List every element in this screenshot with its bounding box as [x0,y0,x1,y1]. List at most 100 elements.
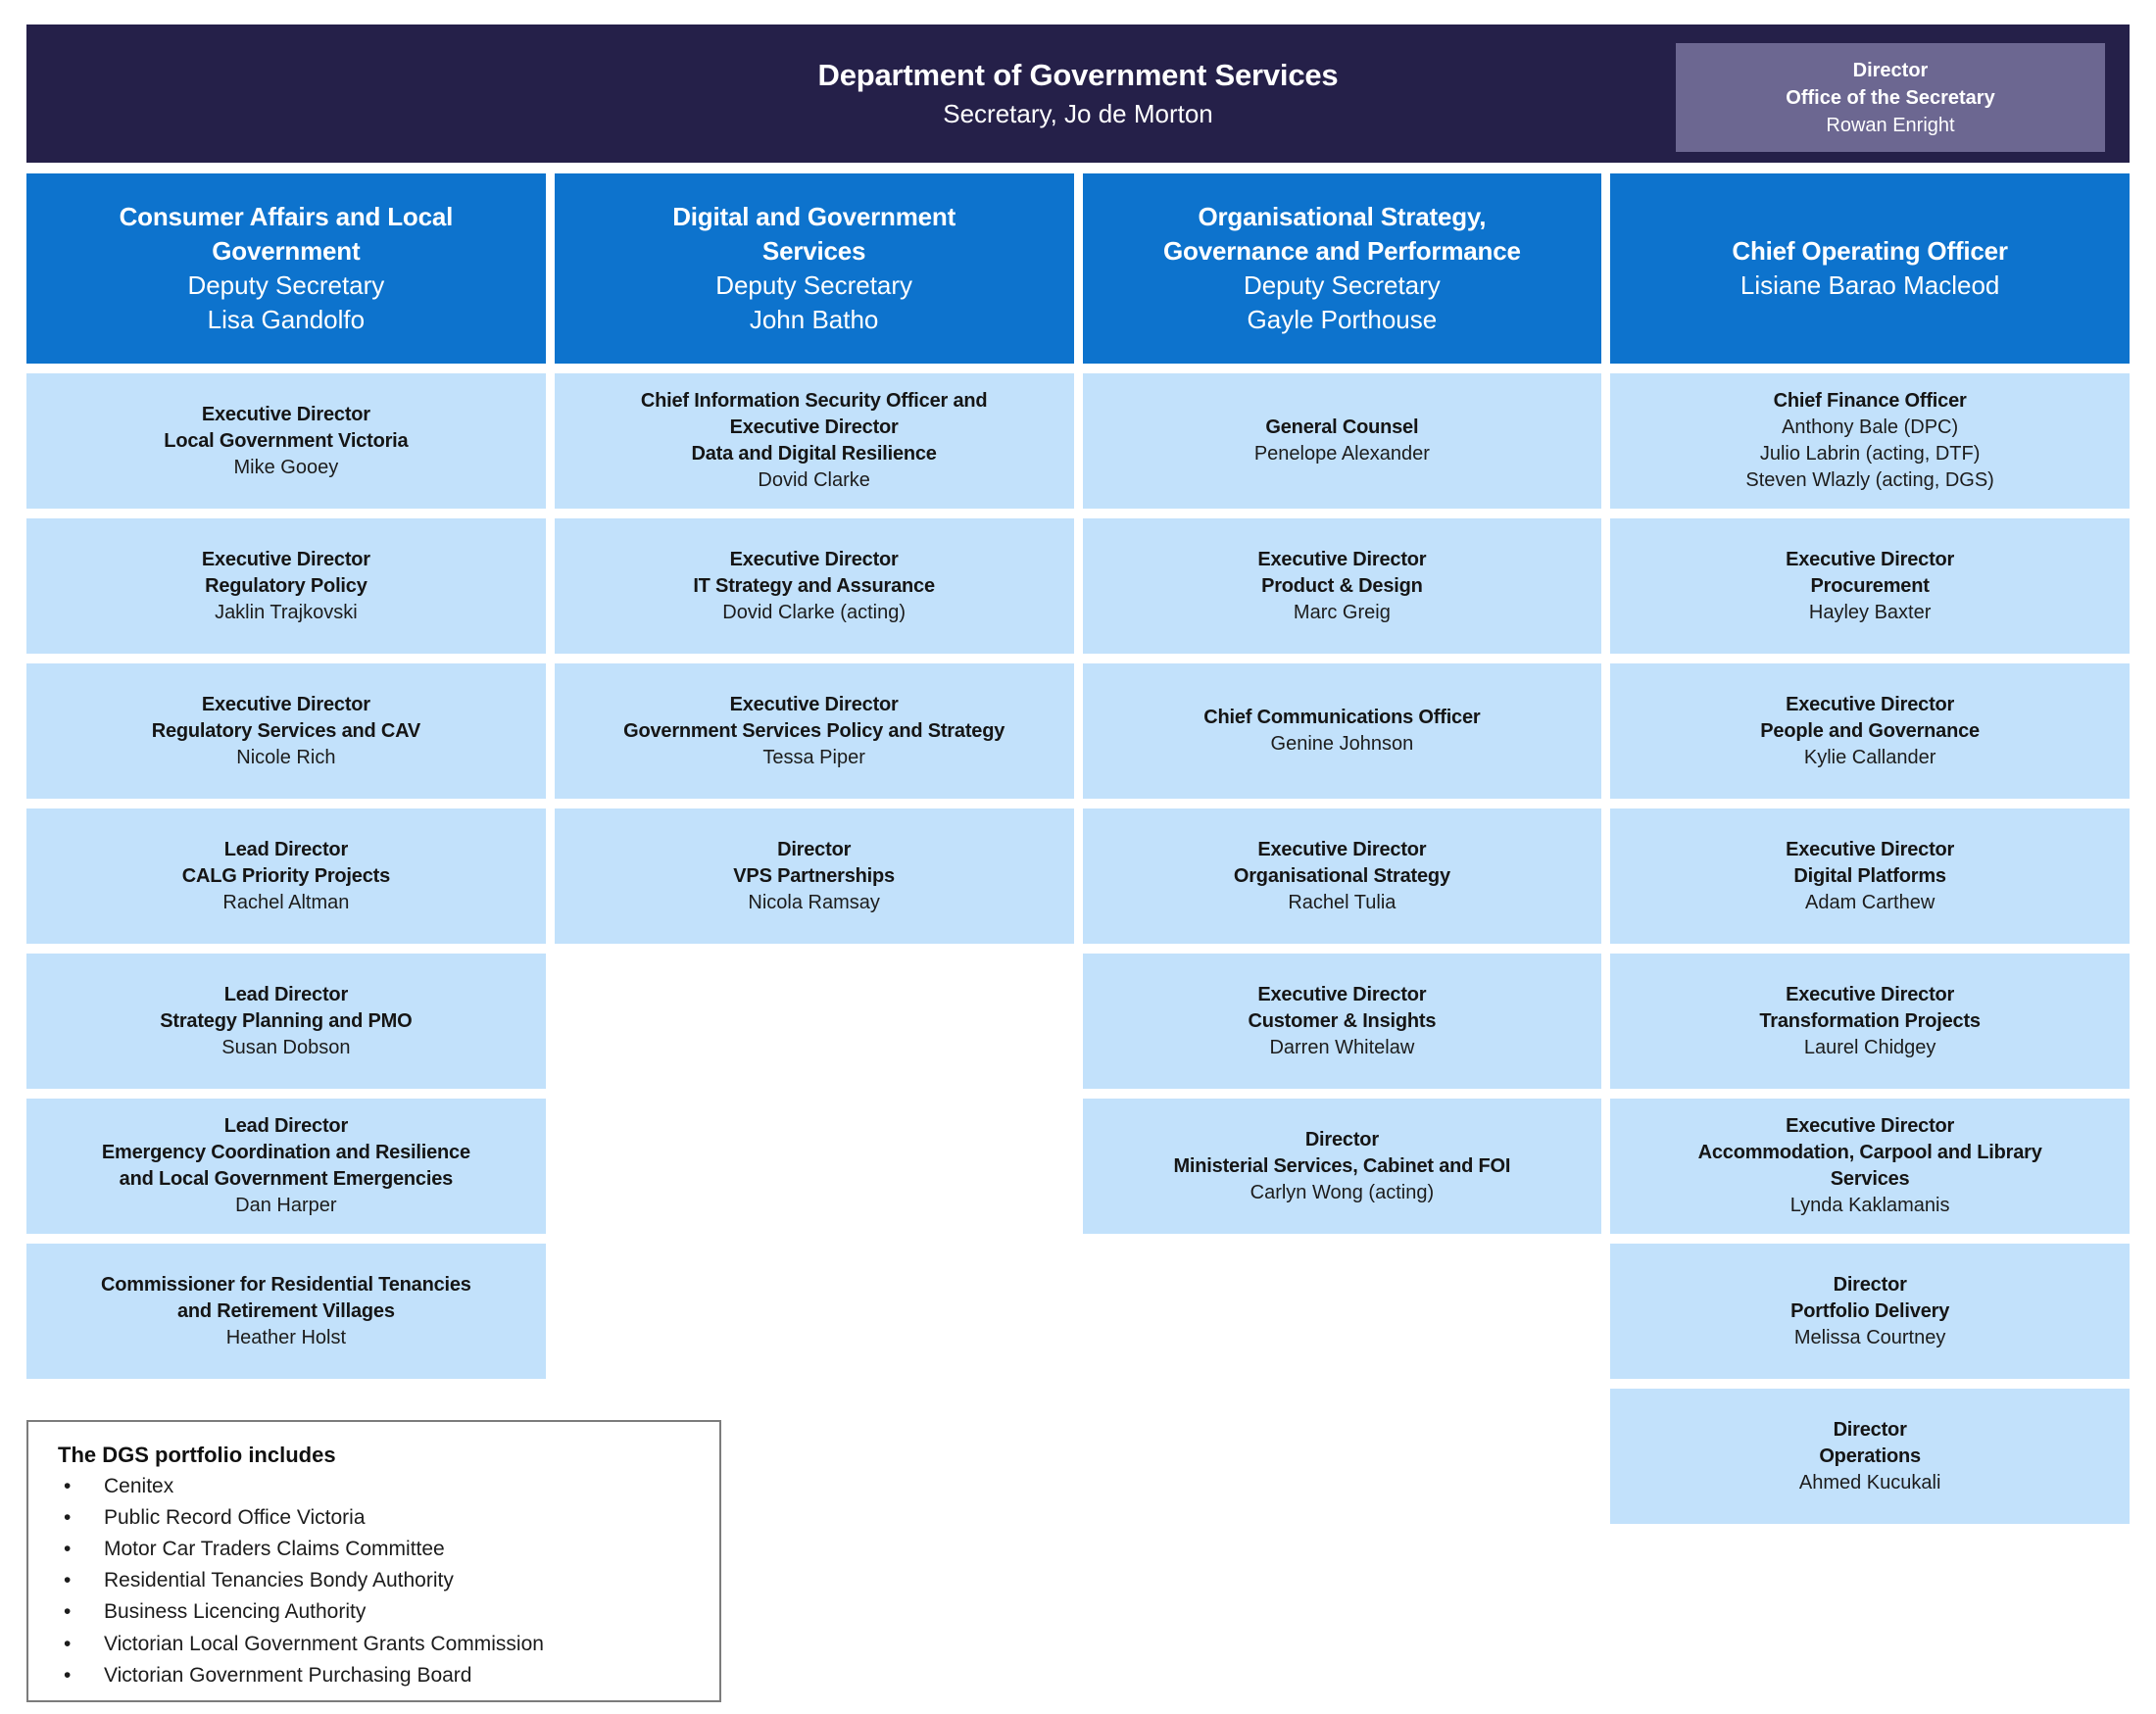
org-box: General Counsel Penelope Alexander [1082,373,1602,509]
portfolio-item: Cenitex [58,1471,700,1502]
org-box-name: Dan Harper [235,1195,337,1216]
org-box: Executive Director Product & Design Marc… [1082,518,1602,654]
org-box: Executive Director Regulatory Policy Jak… [26,518,546,654]
org-box: Lead Director CALG Priority Projects Rac… [26,808,546,944]
org-box-name: Rachel Altman [222,891,350,913]
org-box-name: Genine Johnson [1270,733,1414,755]
org-box-name: Jaklin Trajkovski [215,601,358,623]
org-box: Executive Director Accommodation, Carpoo… [1610,1099,2130,1234]
org-box-name: Darren Whitelaw [1269,1036,1415,1058]
org-box-role: Lead Director Emergency Coordination and… [101,1115,470,1190]
org-box-role: General Counsel [1265,416,1419,438]
org-box-role: Executive Director Transformation Projec… [1759,983,1981,1032]
org-box-name: Susan Dobson [221,1036,351,1058]
org-box-role: Executive Director Government Services P… [623,693,1005,742]
org-box-role: Executive Director Customer & Insights [1248,983,1437,1032]
org-box-name: Tessa Piper [762,746,865,768]
org-box-name: Dovid Clarke (acting) [722,601,906,623]
org-box-name: Mike Gooey [233,456,339,478]
division-title: Chief Operating Officer [1732,235,2008,266]
office-box-role: Director Office of the Secretary [1786,59,1995,109]
org-box: Lead Director Strategy Planning and PMO … [26,954,546,1089]
department-title: Department of Government Services [817,58,1339,92]
division-title: Digital and Government Services [672,201,956,266]
org-box-role: Executive Director Digital Platforms [1786,838,1955,887]
division-lead: Deputy Secretary Gayle Porthouse [1243,270,1441,335]
org-box-role: Executive Director Regulatory Services a… [151,693,421,742]
org-box-name: Kylie Callander [1803,746,1936,768]
division-lead: Deputy Secretary John Batho [715,270,913,335]
column-organisational-strategy-governance-performance: Organisational Strategy, Governance and … [1082,173,1602,1524]
secretary-name: Secretary, Jo de Morton [943,99,1213,128]
org-box: Director Portfolio Delivery Melissa Cour… [1610,1244,2130,1379]
org-box: Executive Director Organisational Strate… [1082,808,1602,944]
org-box: Director Ministerial Services, Cabinet a… [1082,1099,1602,1234]
org-box-role: Lead Director Strategy Planning and PMO [160,983,413,1032]
org-box-name: Heather Holst [225,1326,347,1348]
column-header-digital-services: Digital and Government Services Deputy S… [554,173,1074,364]
column-chief-operating-officer: Chief Operating Officer Lisiane Barao Ma… [1610,173,2130,1524]
division-lead: Deputy Secretary Lisa Gandolfo [187,270,385,335]
org-box: Lead Director Emergency Coordination and… [26,1099,546,1234]
org-box-name: Carlyn Wong (acting) [1250,1181,1435,1203]
division-lead: Lisiane Barao Macleod [1740,270,2000,300]
org-box: Chief Communications Officer Genine John… [1082,663,1602,799]
office-of-the-secretary-box: Director Office of the Secretary Rowan E… [1676,43,2105,152]
org-box-role: Commissioner for Residential Tenancies a… [101,1273,471,1322]
org-box-role: Executive Director Product & Design [1257,548,1427,597]
org-box-name: Lynda Kaklamanis [1789,1195,1950,1216]
portfolio-list: Cenitex Public Record Office Victoria Mo… [58,1471,700,1691]
org-box-name: Nicola Ramsay [748,891,880,913]
org-box: Executive Director Transformation Projec… [1610,954,2130,1089]
org-box-name: Adam Carthew [1804,891,1936,913]
org-box-name: Rachel Tulia [1288,891,1396,913]
org-box-name: Ahmed Kucukali [1798,1471,1941,1494]
org-box-name: Dovid Clarke [758,469,870,491]
org-box-role: Executive Director Local Government Vict… [164,403,409,452]
org-box: Executive Director People and Governance… [1610,663,2130,799]
column-header-consumer-affairs: Consumer Affairs and Local Government De… [26,173,546,364]
office-box-name: Rowan Enright [1826,114,1955,136]
dgs-portfolio-box: The DGS portfolio includes Cenitex Publi… [26,1420,721,1702]
org-box: Chief Finance Officer Anthony Bale (DPC)… [1610,373,2130,509]
org-box-role: Executive Director People and Governance [1760,693,1980,742]
portfolio-item: Victorian Government Purchasing Board [58,1660,700,1691]
org-box-role: Director VPS Partnerships [733,838,895,887]
org-box-role: Chief Information Security Officer and E… [640,390,988,465]
portfolio-item: Residential Tenancies Bondy Authority [58,1565,700,1596]
column-digital-and-government-services: Digital and Government Services Deputy S… [554,173,1074,1524]
portfolio-title: The DGS portfolio includes [58,1443,336,1467]
org-box-name: Hayley Baxter [1808,601,1932,623]
org-box-name: Nicole Rich [236,746,336,768]
column-header-chief-operating-officer: Chief Operating Officer Lisiane Barao Ma… [1610,173,2130,364]
org-box-name: Penelope Alexander [1253,443,1430,465]
org-columns: Consumer Affairs and Local Government De… [26,173,2130,1524]
org-box-role: Director Ministerial Services, Cabinet a… [1173,1128,1511,1177]
org-box-role: Executive Director Procurement [1786,548,1955,597]
org-box-name: Laurel Chidgey [1803,1036,1936,1058]
org-box: Chief Information Security Officer and E… [554,373,1074,509]
org-box-name: Marc Greig [1293,601,1391,623]
org-chart-banner: Department of Government Services Secret… [26,24,2130,163]
org-box-role: Lead Director CALG Priority Projects [181,838,391,887]
org-box-role: Chief Communications Officer [1203,707,1481,728]
org-box: Executive Director Customer & Insights D… [1082,954,1602,1089]
org-box-role: Executive Director Regulatory Policy [201,548,370,597]
org-box: Director Operations Ahmed Kucukali [1610,1389,2130,1524]
org-box: Executive Director IT Strategy and Assur… [554,518,1074,654]
division-title: Consumer Affairs and Local Government [119,201,454,266]
org-box: Director VPS Partnerships Nicola Ramsay [554,808,1074,944]
org-box: Commissioner for Residential Tenancies a… [26,1244,546,1379]
org-box: Executive Director Procurement Hayley Ba… [1610,518,2130,654]
org-box: Executive Director Digital Platforms Ada… [1610,808,2130,944]
org-box-name: Melissa Courtney [1793,1326,1946,1348]
org-box-role: Chief Finance Officer [1773,390,1967,412]
column-header-organisational-strategy: Organisational Strategy, Governance and … [1082,173,1602,364]
org-box-role: Executive Director IT Strategy and Assur… [693,548,935,597]
org-box-role: Executive Director Organisational Strate… [1233,838,1450,887]
portfolio-item: Business Licencing Authority [58,1596,700,1628]
portfolio-item: Public Record Office Victoria [58,1502,700,1534]
org-box-name: Anthony Bale (DPC) Julio Labrin (acting,… [1745,416,1994,491]
org-box-role: Director Portfolio Delivery [1790,1273,1950,1322]
